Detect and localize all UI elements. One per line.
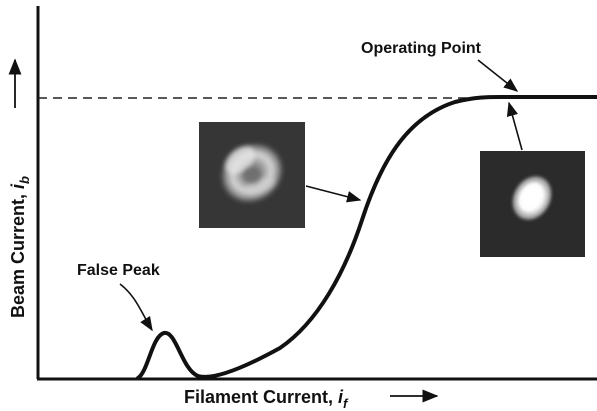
false-peak-arrow <box>119 283 153 332</box>
y-axis-label: Beam Current, ib <box>8 176 32 318</box>
x-axis-label: Filament Current, if <box>184 387 349 411</box>
y-axis-symbol: i <box>8 183 28 189</box>
saturated-beam-image <box>480 151 585 257</box>
x-axis-subscript: f <box>343 396 349 411</box>
beam-current-curve <box>136 95 597 380</box>
false-peak-label: False Peak <box>77 262 160 279</box>
y-axis-subscript: b <box>17 176 32 184</box>
x-axis-label-text: Filament Current, <box>184 387 338 407</box>
spot-image-arrow <box>506 101 523 151</box>
y-axis-label-text: Beam Current, <box>8 189 28 318</box>
x-axis-symbol: i <box>338 387 344 407</box>
operating-point-arrow <box>477 59 519 92</box>
ring-image-arrow <box>305 185 362 203</box>
unsaturated-beam-image <box>199 122 305 228</box>
operating-point-label: Operating Point <box>361 40 482 57</box>
